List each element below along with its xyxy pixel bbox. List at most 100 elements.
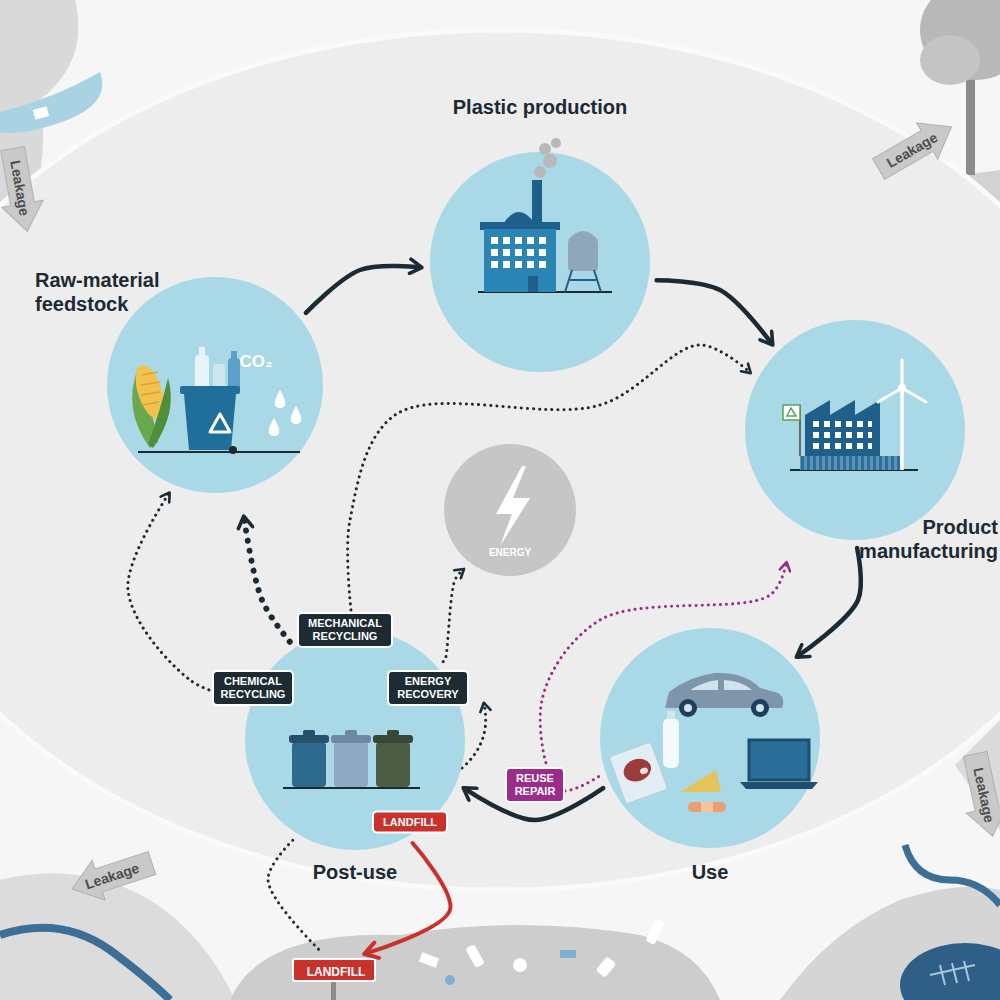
landfill-pile — [513, 958, 527, 972]
recovery-dotted-arrow — [462, 704, 486, 768]
landfill-pile — [230, 925, 720, 1000]
factory-icon — [565, 270, 601, 292]
feedstock-icon — [148, 378, 171, 448]
manufacturing-icon — [783, 405, 800, 420]
edge-label: MECHANICAL RECYCLING — [297, 612, 393, 648]
use-icon — [756, 704, 764, 712]
landfill-pile — [560, 950, 576, 958]
stage-heading: Post-use — [255, 860, 455, 884]
landfill-pile — [596, 956, 617, 978]
river — [905, 845, 1000, 905]
landfill-pile — [645, 919, 664, 945]
landfill-pile — [230, 919, 720, 1000]
factory-icon — [484, 229, 556, 292]
feedstock-icon — [138, 451, 300, 453]
bin-icon — [289, 735, 329, 743]
landfill-pile — [445, 975, 455, 985]
feedstock-icon — [210, 414, 230, 432]
landfill-sign: LANDFILL — [292, 958, 376, 982]
bin-icon — [376, 742, 410, 787]
manufacturing-icon — [812, 420, 872, 450]
landfill-pile — [331, 982, 336, 1000]
bin-icon — [292, 742, 326, 787]
use-icon — [701, 802, 713, 812]
factory-icon — [539, 143, 551, 155]
manufacturing-icon — [805, 400, 880, 456]
edge-label: CHEMICAL RECYCLING — [212, 670, 294, 706]
bin-icon — [283, 787, 420, 789]
energy-label: ENERGY — [470, 547, 550, 559]
use-icon — [688, 802, 726, 812]
river — [930, 961, 975, 985]
leakage-label: Leakage — [970, 766, 997, 824]
manufacturing-icon — [878, 360, 926, 402]
use-icon — [751, 699, 769, 717]
feedstock-icon — [130, 347, 301, 454]
use-icon — [609, 742, 667, 804]
dotted-arrow — [268, 840, 319, 950]
factory-icon — [543, 154, 557, 168]
terrain — [0, 873, 235, 1000]
manufacturing-icon — [898, 384, 906, 392]
use-icon — [740, 782, 818, 789]
feedstock-icon — [195, 355, 209, 389]
chemical-formula: CO₂ — [239, 352, 272, 372]
leakage-arrow — [0, 145, 48, 235]
use-icon — [667, 711, 675, 719]
use-icon — [620, 755, 654, 785]
feedstock-icon — [229, 446, 237, 454]
feedstock-icon — [231, 351, 237, 359]
use-icon — [690, 680, 718, 690]
river — [0, 928, 170, 1000]
dotted-arrow — [443, 570, 463, 662]
river — [900, 943, 1000, 1000]
reuse-arrow — [540, 563, 786, 791]
terrain — [33, 106, 49, 119]
flow-arrow — [306, 266, 420, 313]
use-icon — [679, 699, 697, 717]
flow-arrow — [657, 280, 772, 343]
stage-circle — [600, 628, 820, 848]
factory-icon — [490, 236, 550, 272]
bin-icon — [373, 735, 413, 743]
use-icon — [684, 704, 692, 712]
stage-circle — [245, 630, 465, 850]
leakage-arrow — [0, 109, 1000, 909]
dotted-arrow — [244, 518, 290, 642]
landfill-pile — [465, 944, 485, 968]
factory-icon — [528, 276, 538, 292]
manufacturing-icon — [900, 388, 904, 470]
bin-icon — [283, 730, 420, 788]
bin-icon — [334, 742, 368, 787]
leakage-label: Leakage — [884, 129, 941, 171]
tree — [920, 35, 980, 85]
edge-label: LANDFILL — [372, 811, 448, 834]
leakage-label: Leakage — [83, 860, 141, 893]
leakage-label: Leakage — [7, 159, 32, 217]
terrain — [0, 72, 102, 133]
sign-label: LANDFILL — [294, 960, 378, 984]
use-icon — [724, 680, 752, 690]
stage-circle — [600, 628, 820, 848]
stage-circle — [107, 277, 323, 493]
feedstock-icon — [269, 418, 280, 436]
stage-heading: Plastic production — [420, 95, 660, 119]
edge-label: REUSE REPAIR — [505, 767, 565, 803]
feedstock-icon — [141, 372, 160, 405]
edge-label: ENERGY RECOVERY — [387, 670, 469, 706]
dotted-arrow — [348, 345, 750, 622]
use-icon — [609, 673, 818, 812]
feedstock-icon — [275, 390, 286, 408]
feedstock-icon — [184, 394, 236, 450]
factory-icon — [480, 222, 560, 230]
feedstock-icon — [199, 347, 205, 356]
bin-icon — [387, 730, 399, 736]
landfill-arrow — [366, 843, 450, 953]
landfill-pile — [419, 952, 439, 968]
system-boundary — [0, 30, 1000, 890]
